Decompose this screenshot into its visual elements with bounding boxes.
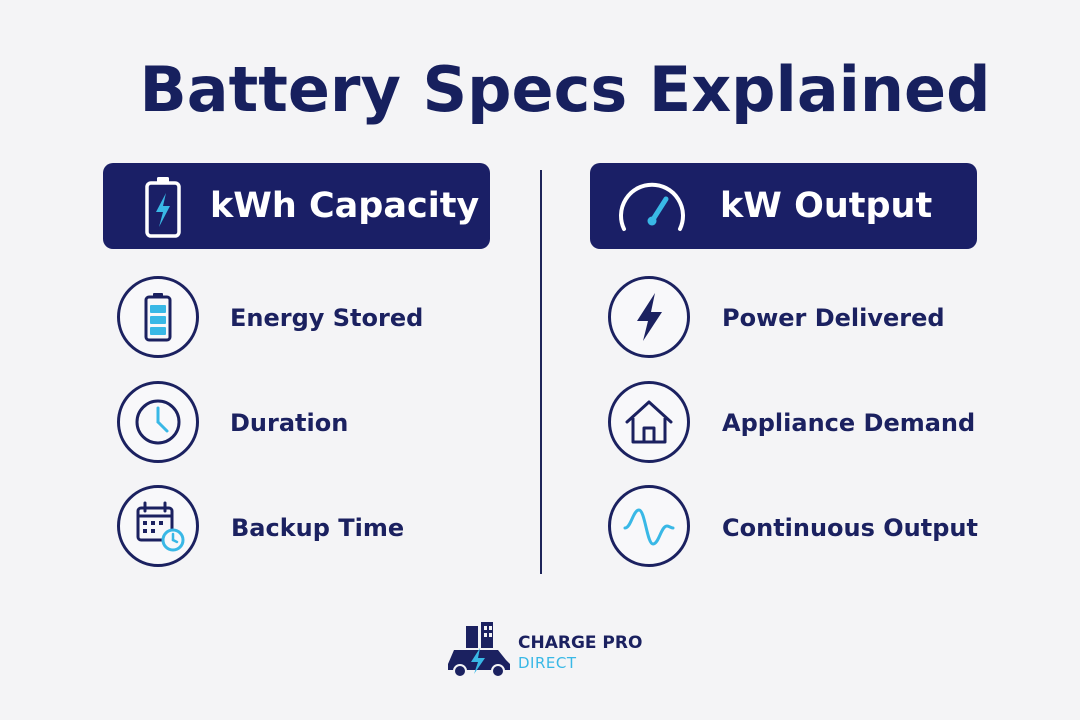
backup-time-label: Backup Time [231, 514, 405, 542]
appliance-demand-label: Appliance Demand [722, 409, 976, 437]
kwh-capacity-label: kWh Capacity [210, 186, 480, 226]
gauge-icon [619, 182, 685, 231]
house-icon [625, 400, 673, 444]
calendar-clock-icon [136, 501, 185, 552]
kw-output-header: kW Output [590, 163, 977, 249]
ev-car-building-icon [448, 622, 510, 678]
page-title: Battery Specs Explained [139, 53, 991, 126]
power-delivered-label: Power Delivered [722, 304, 945, 332]
brand-logo: CHARGE PRO DIRECT [444, 620, 664, 680]
lightning-bolt-icon [637, 293, 662, 341]
energy-stored-label: Energy Stored [230, 304, 424, 332]
sine-wave-icon [623, 508, 675, 546]
brand-name-line2: DIRECT [518, 654, 577, 672]
duration-label: Duration [230, 409, 349, 437]
column-divider [540, 170, 542, 574]
battery-level-icon [144, 293, 172, 342]
kw-output-label: kW Output [720, 186, 933, 226]
kwh-capacity-header: kWh Capacity [103, 163, 490, 249]
battery-charging-icon [145, 177, 181, 238]
brand-name-line1: CHARGE PRO [518, 633, 643, 653]
clock-icon [135, 399, 181, 445]
continuous-output-label: Continuous Output [722, 514, 978, 542]
